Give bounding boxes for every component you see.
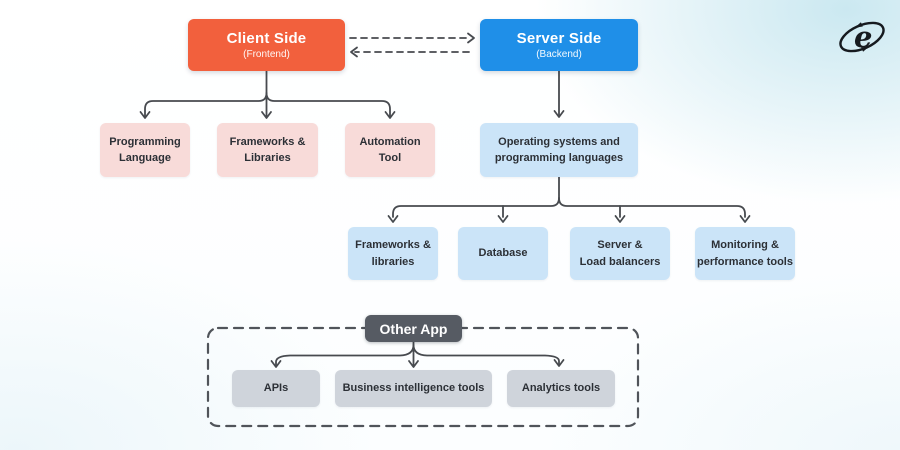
server-side-box: Server Side (Backend)	[480, 19, 638, 71]
server-tree-connector	[387, 176, 751, 223]
server-side-subtitle: (Backend)	[536, 49, 582, 60]
arrowhead-right-icon	[467, 32, 475, 44]
arrowhead-down-icon	[553, 110, 565, 118]
arrowhead-down-icon	[261, 111, 272, 119]
node-automation-tool: Automation Tool	[345, 123, 435, 177]
server-side-title: Server Side	[516, 30, 602, 47]
other-app-tree-connector	[270, 340, 565, 368]
arrowhead-down-icon	[553, 359, 565, 367]
logo-orbit-arrow	[854, 22, 863, 28]
node-programming-language: Programming Language	[100, 123, 190, 177]
arrowhead-left-icon	[350, 46, 358, 58]
node-database: Database	[458, 227, 548, 280]
other-app-box: Other App	[365, 315, 462, 342]
connector-line	[275, 344, 415, 366]
connector-line	[265, 92, 391, 118]
arrowhead-down-icon	[387, 215, 399, 223]
node-operating-systems: Operating systems and programming langua…	[480, 123, 638, 177]
node-analytics-tools: Analytics tools	[507, 370, 615, 407]
client-server-dashed-arrows	[349, 32, 475, 58]
e-orbit-logo-icon: e	[839, 20, 885, 54]
node-apis: APIs	[232, 370, 320, 407]
other-app-dashed-container	[206, 326, 640, 428]
connector-line	[392, 197, 560, 218]
node-frameworks-libraries-client: Frameworks & Libraries	[217, 123, 318, 177]
arrowhead-down-icon	[139, 111, 151, 119]
arrowhead-down-icon	[384, 111, 396, 119]
client-side-box: Client Side (Frontend)	[188, 19, 345, 71]
arrowhead-down-icon	[739, 215, 751, 223]
connector-line	[558, 197, 746, 218]
server-child-connector	[553, 70, 565, 118]
node-business-intelligence-tools: Business intelligence tools	[335, 370, 492, 407]
client-side-title: Client Side	[226, 30, 307, 47]
arrowhead-down-icon	[408, 360, 419, 368]
node-monitoring-performance-tools: Monitoring & performance tools	[695, 227, 795, 280]
arrowhead-down-icon	[614, 215, 626, 223]
logo-orbit-arrow	[861, 46, 870, 52]
client-tree-connector	[139, 70, 396, 119]
arrowhead-down-icon	[270, 360, 282, 368]
connector-line	[412, 344, 560, 365]
arrowhead-down-icon	[497, 215, 509, 223]
node-server-load-balancers: Server & Load balancers	[570, 227, 670, 280]
logo-letter: e	[854, 20, 872, 54]
client-side-subtitle: (Frontend)	[243, 49, 290, 60]
connector-line	[144, 92, 268, 118]
node-frameworks-libraries-server: Frameworks & libraries	[348, 227, 438, 280]
